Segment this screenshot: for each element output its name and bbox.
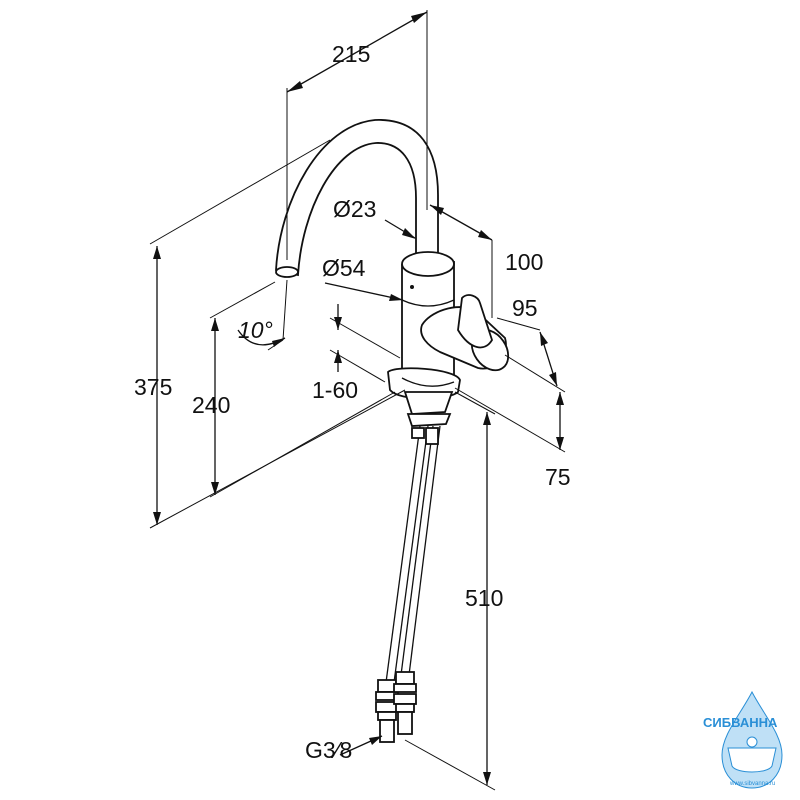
dim-angle-10: 10° [237,279,288,351]
label-connection-thread: G3⁄8 [305,735,383,763]
dim-label-angle: 10° [238,317,273,343]
dim-375: 375 [134,139,406,529]
dim-label-75: 75 [545,464,571,490]
dim-dia-23: Ø23 [333,196,416,239]
dim-75: 75 [454,387,571,490]
dim-95: 95 [496,295,566,393]
dim-label-240: 240 [192,392,230,418]
logo-name: СИБВАННА [703,715,778,730]
dim-100: 100 [429,204,543,318]
dim-510: 510 [404,391,503,791]
spout [275,119,439,278]
dim-label-deck: 1-60 [312,377,358,403]
sibvanna-logo: СИБВАННА www.sibvanna.ru [703,690,783,789]
dim-label-100: 100 [505,249,543,275]
logo-url: www.sibvanna.ru [729,781,775,787]
lever-handle [420,294,510,372]
dim-dia-54: Ø54 [322,255,404,301]
dim-label-215: 215 [332,41,370,67]
base-plate [387,367,461,427]
dim-label-95: 95 [512,295,538,321]
dim-deck-thickness: 1-60 [312,304,401,403]
dim-215: 215 [286,10,428,260]
dim-label-375: 375 [134,374,172,400]
dim-label-dia-54: Ø54 [322,255,366,281]
dim-label-dia-23: Ø23 [333,196,376,222]
dim-label-510: 510 [465,585,503,611]
dim-240: 240 [192,281,396,498]
bathtub-icon [727,747,777,773]
supply-hoses [384,425,441,691]
label-g38: G3⁄8 [305,737,352,763]
hose-fittings [375,671,417,743]
